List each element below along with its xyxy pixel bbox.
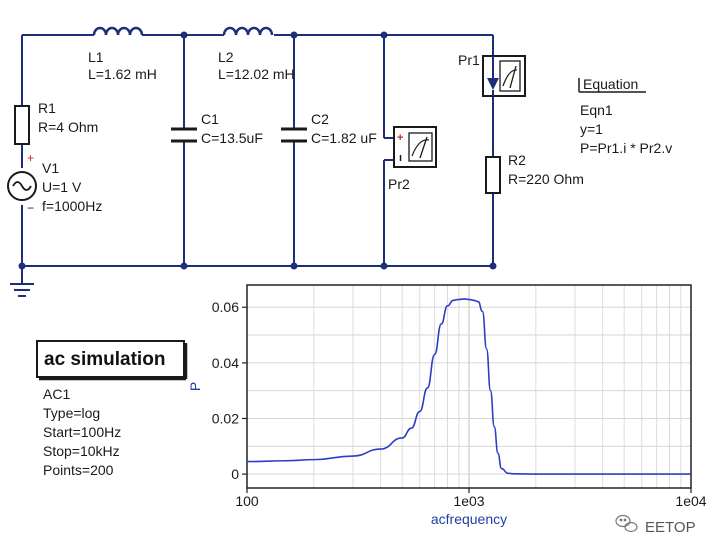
simulation-title: ac simulation [44,349,165,370]
ac-source-v1[interactable]: + − V1 U=1 V f=1000Hz [7,151,102,215]
plot-tick-labels: 100 1e03 1e04 0 0.02 0.04 0.06 [212,299,707,509]
node [380,31,388,39]
y-tick-label: 0 [231,466,239,482]
voltage-probe-pr2[interactable]: + ı Pr2 [388,126,437,192]
simulation-name: AC1 [43,386,70,402]
pr2-name: Pr2 [388,176,410,192]
simulation-type: Type=log [43,405,100,421]
node [180,31,188,39]
y-tick-label: 0.02 [212,410,239,426]
y-tick-label: 0.04 [212,355,239,371]
x-tick-label: 100 [235,493,259,509]
inductor-l1[interactable]: L1 L=1.62 mH [88,26,157,82]
node [290,31,298,39]
r2-value: R=220 Ohm [508,171,584,187]
x-tick-label: 1e03 [453,493,484,509]
c1-value: C=13.5uF [201,130,263,146]
y-axis-label: P [187,382,203,391]
watermark: EETOP [615,514,696,536]
l1-name: L1 [88,49,104,65]
l1-value: L=1.62 mH [88,66,157,82]
node [290,262,298,270]
watermark-text: EETOP [645,519,696,536]
x-tick-label: 1e04 [675,493,706,509]
equation-block[interactable]: Equation Eqn1 y=1 P=Pr1.i * Pr2.v [578,76,672,156]
v1-plus-sign: + [27,151,34,165]
node [18,262,26,270]
equation-line-1: y=1 [580,121,603,137]
inductor-l2[interactable]: L2 L=12.02 mH [218,26,295,82]
pr2-plus-sign: + [397,132,403,144]
equation-name: Eqn1 [580,102,613,118]
pr2-minus-sign: ı [399,152,402,164]
r1-name: R1 [38,100,56,116]
simulation-points: Points=200 [43,462,114,478]
r2-name: R2 [508,152,526,168]
node [380,262,388,270]
v1-name: V1 [42,160,59,176]
power-curve-line [246,298,691,475]
v1-frequency: f=1000Hz [42,198,102,214]
resistor-r1[interactable]: R1 R=4 Ohm [14,100,98,145]
wechat-icon [615,514,638,533]
node [180,262,188,270]
equation-header: Equation [583,76,638,92]
y-tick-label: 0.06 [212,299,239,315]
v1-voltage: U=1 V [42,179,82,195]
capacitor-c2[interactable]: C2 C=1.82 uF [281,111,377,146]
c1-name: C1 [201,111,219,127]
wires [21,34,494,284]
equation-line-2: P=Pr1.i * Pr2.v [580,140,672,156]
plot-grid [246,285,691,488]
junction-nodes [18,31,497,270]
l2-value: L=12.02 mH [218,66,295,82]
l2-name: L2 [218,49,234,65]
ground-symbol [10,283,34,297]
ac-simulation-block[interactable]: ac simulation AC1 Type=log Start=100Hz S… [36,340,188,478]
c2-value: C=1.82 uF [311,130,377,146]
c2-name: C2 [311,111,329,127]
simulation-start: Start=100Hz [43,424,121,440]
x-axis-label: acfrequency [431,511,507,527]
simulation-stop: Stop=10kHz [43,443,120,459]
pr1-name: Pr1 [458,52,480,68]
current-probe-pr1[interactable]: Pr1 [458,52,526,97]
node [489,262,497,270]
resistor-r2[interactable]: R2 R=220 Ohm [485,152,584,194]
capacitor-c1[interactable]: C1 C=13.5uF [171,111,263,146]
v1-minus-sign: − [27,201,34,215]
r1-value: R=4 Ohm [38,119,98,135]
power-plot[interactable]: 100 1e03 1e04 0 0.02 0.04 0.06 acfrequency P [187,284,707,527]
